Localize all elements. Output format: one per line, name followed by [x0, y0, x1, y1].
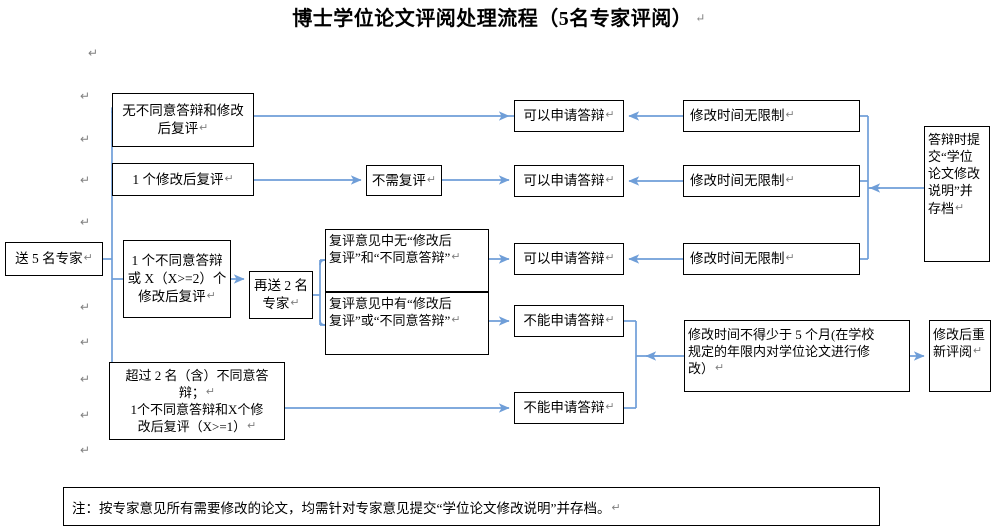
pilcrow-icon: ↵ — [80, 215, 91, 229]
node-unlimited-revision-time-2[interactable]: 修改时间无限制↵ — [683, 165, 860, 197]
node-line-3: 改） — [688, 361, 715, 377]
pilcrow-icon: ↵ — [451, 251, 461, 264]
node-reexam-opinion-has[interactable]: 复评意见中有“修改后 复评”或“不同意答辩”↵ — [325, 292, 489, 355]
node-can-apply-defense-2[interactable]: 可以申请答辩↵ — [514, 165, 624, 197]
node-line-2: 复评”或“不同意答辩” — [329, 313, 451, 329]
node-line-1: 再送 2 名 — [254, 278, 308, 294]
node-send-two-more-experts[interactable]: 再送 2 名 专家↵ — [249, 271, 313, 319]
pilcrow-icon: ↵ — [80, 408, 91, 422]
node-label: 修改时间无限制 — [690, 251, 785, 267]
footer-note: 注：按专家意见所有需要修改的论文，均需针对专家意见提交“学位论文修改说明”并存档… — [63, 487, 880, 526]
pilcrow-icon: ↵ — [605, 109, 615, 122]
pilcrow-icon: ↵ — [206, 289, 216, 302]
node-one-disagree-or-x-revise[interactable]: 1 个不同意答辩 或 X（X>=2）个 修改后复评↵ — [123, 240, 231, 318]
pilcrow-icon: ↵ — [426, 173, 437, 186]
pilcrow-icon: ↵ — [83, 252, 93, 265]
pilcrow-icon: ↵ — [973, 345, 983, 358]
node-reexamine-after-revision[interactable]: 修改后重 新评阅↵ — [929, 320, 991, 392]
node-line-4: 改后复评（X>=1） — [137, 419, 247, 435]
pilcrow-icon: ↵ — [605, 401, 615, 414]
pilcrow-icon: ↵ — [80, 335, 91, 349]
node-submit-revision-statement[interactable]: 答辩时提 交“学位 论文修改 说明”并 存档↵ — [924, 126, 990, 262]
node-unlimited-revision-time-3[interactable]: 修改时间无限制↵ — [683, 243, 860, 275]
node-line-2: 新评阅 — [933, 344, 973, 360]
pilcrow-icon: ↵ — [247, 420, 257, 433]
pilcrow-icon: ↵ — [605, 252, 615, 265]
node-over-two-disagree[interactable]: 超过 2 名（含）不同意答 辩；↵ 1个不同意答辩和X个修 改后复评（X>=1）… — [109, 362, 285, 440]
pilcrow-icon: ↵ — [611, 501, 621, 514]
pilcrow-icon: ↵ — [80, 132, 91, 146]
pilcrow-icon: ↵ — [955, 201, 965, 214]
pilcrow-icon: ↵ — [80, 372, 91, 386]
node-line-1: 复评意见中有“修改后 — [329, 296, 452, 311]
node-label: 可以申请答辩 — [523, 108, 605, 124]
node-line-3: 1个不同意答辩和X个修 — [130, 402, 264, 417]
node-line-2: 复评”和“不同意答辩” — [329, 250, 451, 266]
pilcrow-icon: ↵ — [290, 297, 300, 309]
node-label: 不能申请答辩 — [523, 400, 605, 416]
node-label: 修改时间无限制 — [690, 108, 785, 124]
node-label: 送 5 名专家 — [15, 251, 83, 267]
node-label: 1 个修改后复评 — [132, 171, 224, 187]
pilcrow-icon: ↵ — [80, 173, 91, 187]
pilcrow-icon: ↵ — [80, 300, 91, 314]
pilcrow-icon: ↵ — [605, 174, 615, 187]
node-line-3: 论文修改 — [928, 166, 981, 182]
node-label: 不能申请答辩 — [523, 313, 605, 329]
node-one-revise-reexam[interactable]: 1 个修改后复评↵ — [112, 163, 254, 196]
pilcrow-icon: ↵ — [605, 314, 615, 327]
node-min-five-months-revision[interactable]: 修改时间不得少于 5 个月(在学校 规定的年限内对学位论文进行修 改）↵ — [684, 320, 910, 392]
page-title-text: 博士学位论文评阅处理流程（5名专家评阅） — [292, 8, 693, 30]
node-cannot-apply-defense-1[interactable]: 不能申请答辩↵ — [514, 305, 624, 337]
node-line-4: 说明”并 — [928, 183, 973, 199]
node-line-1: 无不同意答辩和修改 — [122, 103, 244, 119]
node-line-2: 规定的年限内对学位论文进行修 — [688, 344, 871, 360]
node-label: 不需复评 — [371, 172, 426, 188]
pilcrow-icon: ↵ — [80, 89, 91, 103]
node-line-2: 交“学位 — [928, 149, 973, 165]
page-title: 博士学位论文评阅处理流程（5名专家评阅）↵ — [0, 2, 998, 31]
node-line-1: 复评意见中无“修改后 — [329, 233, 452, 248]
node-send-five-experts[interactable]: 送 5 名专家↵ — [5, 242, 103, 276]
node-label: 可以申请答辩 — [523, 173, 605, 189]
pilcrow-icon: ↵ — [88, 46, 99, 60]
node-line-2: 辩； — [178, 384, 205, 400]
node-line-1: 修改后重 — [933, 327, 986, 342]
node-line-1: 超过 2 名（含）不同意答 — [125, 367, 269, 383]
pilcrow-icon: ↵ — [785, 109, 795, 122]
node-label: 修改时间无限制 — [690, 173, 785, 189]
footer-note-text: 注：按专家意见所有需要修改的论文，均需针对专家意见提交“学位论文修改说明”并存档… — [72, 500, 611, 516]
pilcrow-icon: ↵ — [695, 11, 706, 25]
node-label: 可以申请答辩 — [523, 251, 605, 267]
node-line-5: 存档 — [928, 200, 955, 216]
node-line-1: 答辩时提 — [928, 132, 981, 147]
node-line-1: 1 个不同意答辩 — [131, 253, 223, 269]
pilcrow-icon: ↵ — [205, 385, 216, 398]
node-line-3: 修改后复评 — [138, 288, 206, 304]
pilcrow-icon: ↵ — [451, 314, 461, 327]
pilcrow-icon: ↵ — [715, 362, 725, 375]
pilcrow-icon: ↵ — [199, 122, 209, 134]
node-line-2: 或 X（X>=2）个 — [127, 271, 227, 287]
node-unlimited-revision-time-1[interactable]: 修改时间无限制↵ — [683, 100, 860, 132]
node-line-2: 专家 — [262, 296, 290, 311]
node-no-objection[interactable]: 无不同意答辩和修改 后复评↵ — [112, 93, 254, 147]
node-reexam-opinion-none[interactable]: 复评意见中无“修改后 复评”和“不同意答辩”↵ — [325, 229, 489, 292]
node-cannot-apply-defense-2[interactable]: 不能申请答辩↵ — [514, 392, 624, 424]
node-can-apply-defense-3[interactable]: 可以申请答辩↵ — [514, 243, 624, 275]
node-no-review-needed[interactable]: 不需复评↵ — [366, 165, 442, 196]
node-line-1: 修改时间不得少于 5 个月(在学校 — [688, 327, 875, 342]
node-line-2: 后复评 — [157, 121, 199, 136]
node-can-apply-defense-1[interactable]: 可以申请答辩↵ — [514, 100, 624, 132]
pilcrow-icon: ↵ — [785, 174, 795, 187]
pilcrow-icon: ↵ — [224, 172, 234, 185]
pilcrow-icon: ↵ — [785, 252, 795, 265]
pilcrow-icon: ↵ — [80, 443, 91, 457]
